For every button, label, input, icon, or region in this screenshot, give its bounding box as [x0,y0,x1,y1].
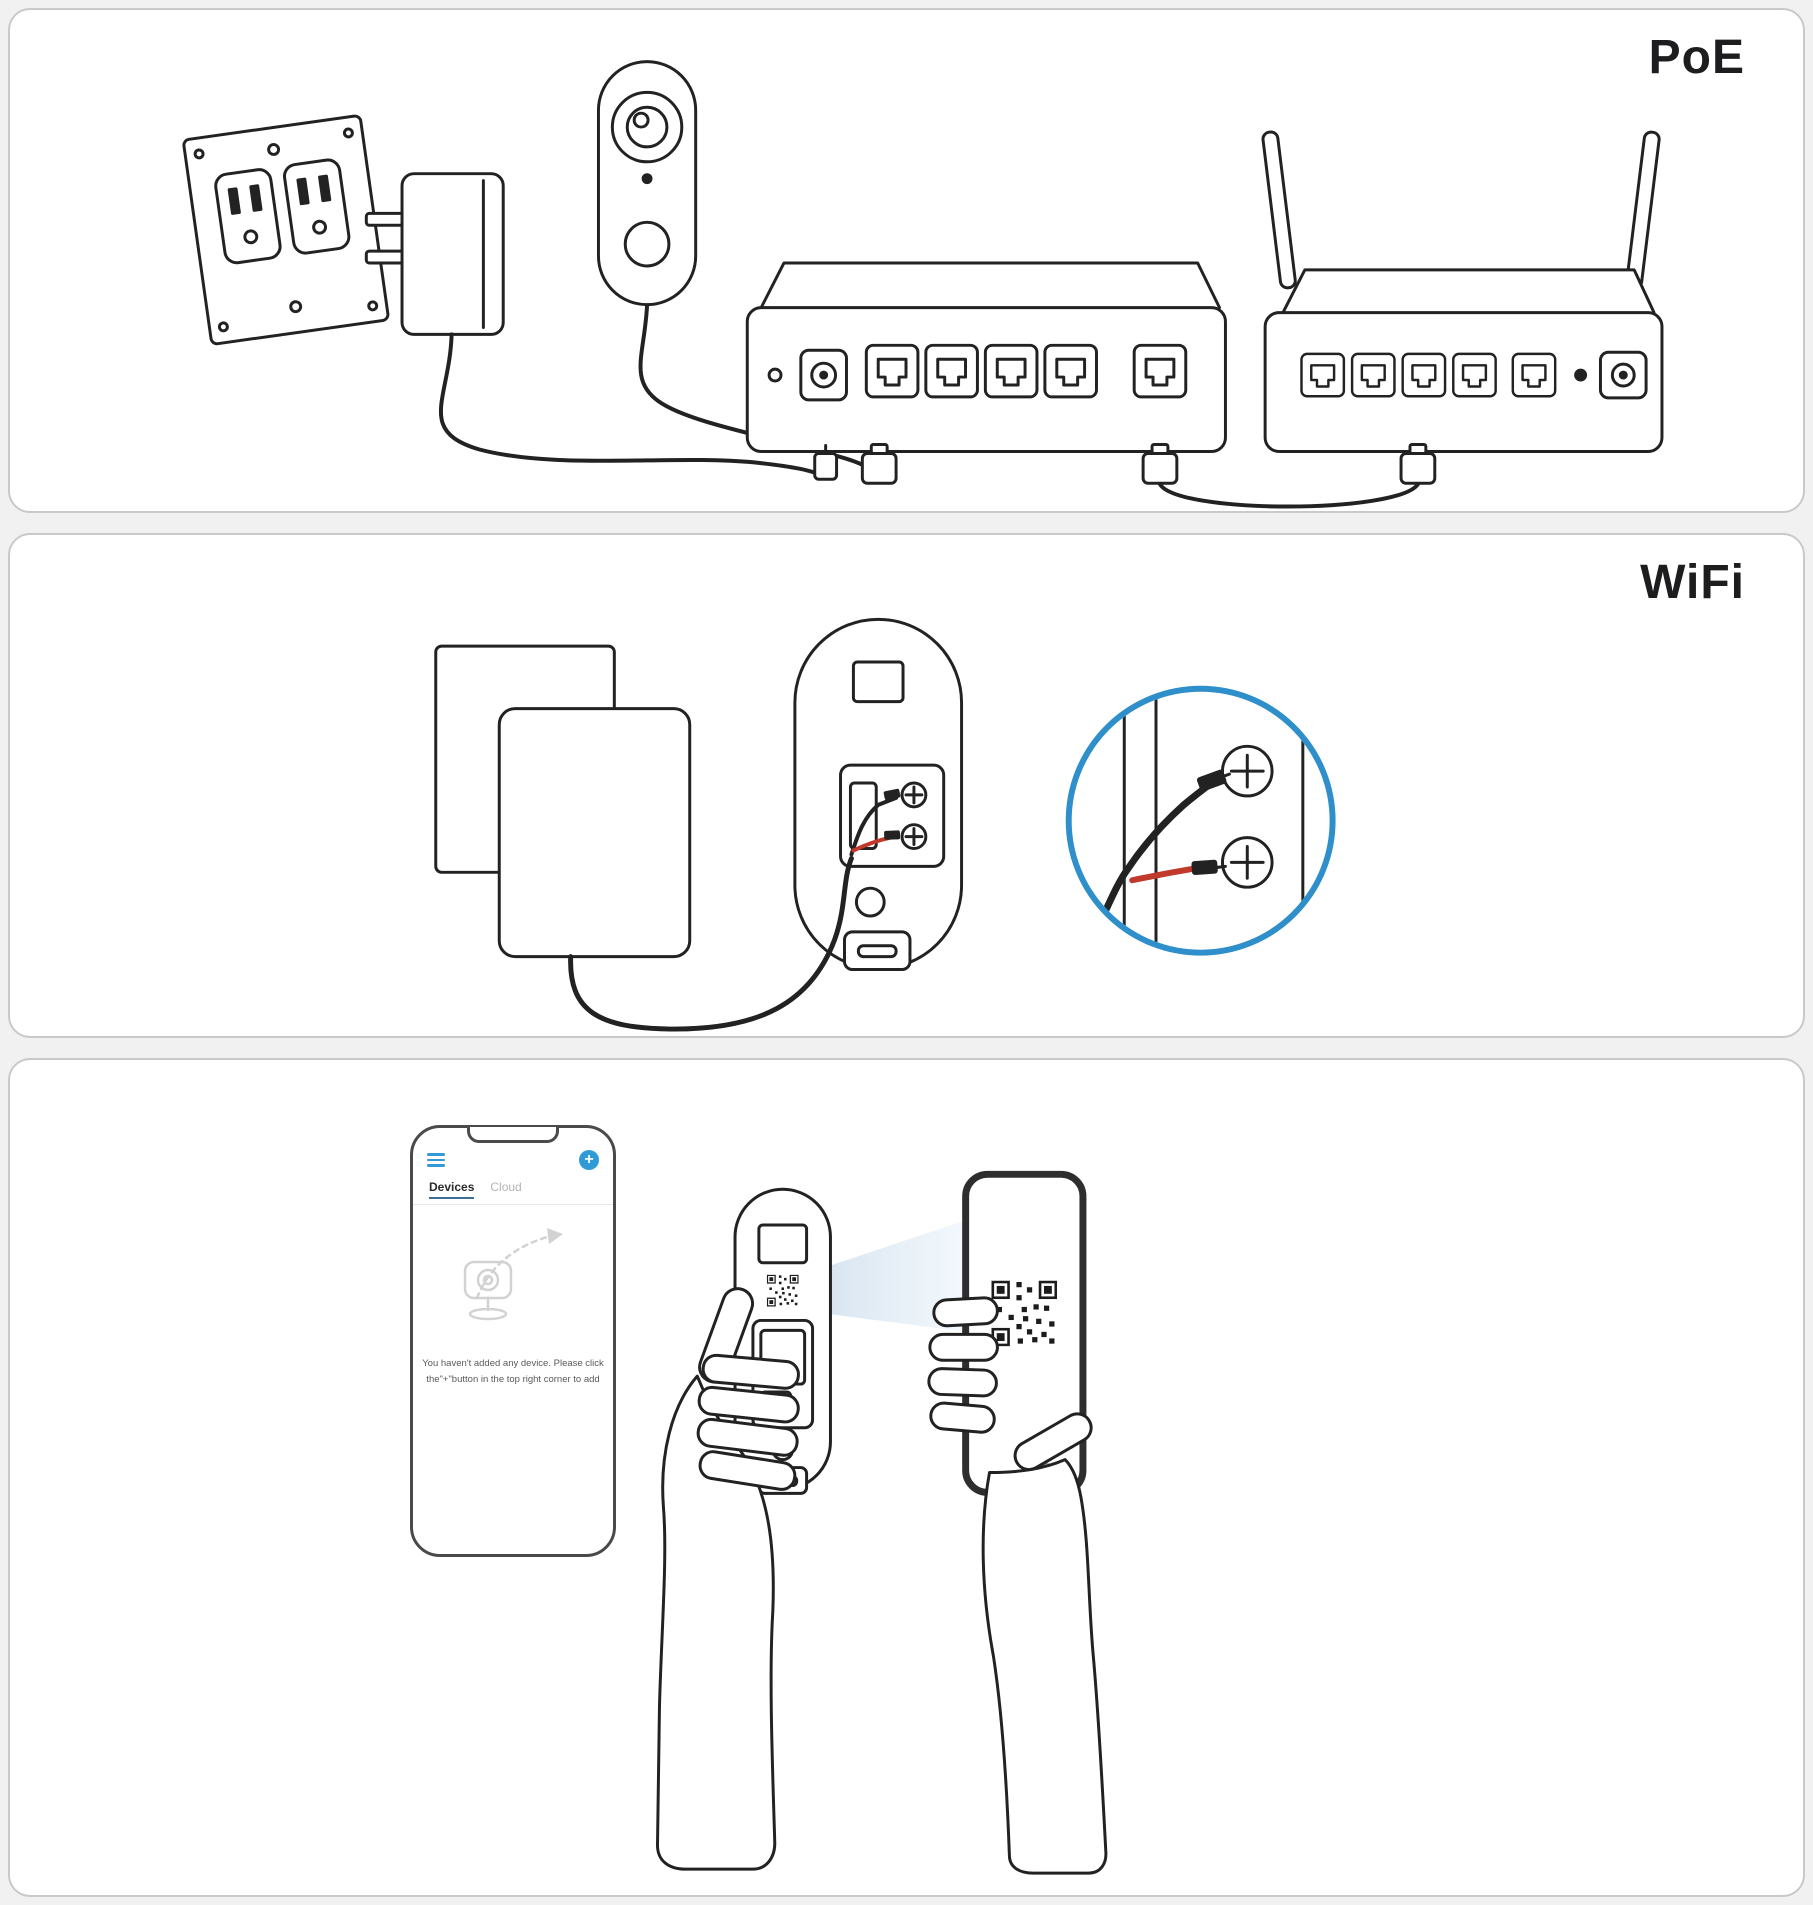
hand-holding-phone [927,1296,1108,1875]
wall-outlet-icon [182,114,390,346]
zoom-ring [1065,685,1336,956]
divider [413,1204,613,1205]
empty-state-camera-icon [463,1228,563,1321]
panel-wifi: WiFi [8,533,1805,1038]
antenna-icon [1625,130,1661,290]
finger [697,1385,800,1424]
power-led-icon [767,367,783,383]
power-wire [568,855,854,1032]
hand-holding-doorbell [655,1287,800,1871]
dc-port-icon [1598,350,1648,400]
panel-poe: PoE [8,8,1805,513]
tab-cloud: Cloud [490,1180,522,1194]
wifi-title: WiFi [1640,556,1745,609]
app-tabs: Devices Cloud [429,1180,522,1199]
speaker-hole [854,886,886,918]
finger [927,1367,998,1398]
wifi-diagram [434,617,1336,1032]
thumb [1013,1412,1093,1472]
ethernet-patch-cable [1157,482,1420,509]
mounting-tab [843,930,912,972]
red-wire [1129,865,1199,884]
finger [698,1450,797,1491]
finger [928,1332,999,1362]
poe-title: PoE [1648,31,1745,84]
terminal-zoom-detail [1065,685,1336,956]
palm [981,1458,1108,1875]
finger [696,1417,799,1457]
terminal-screw-icon [1220,836,1274,889]
finger [701,1353,800,1390]
poe-switch-icon [745,261,1227,453]
phone-notch [467,1127,559,1143]
app-phone-mockup: + Devices Cloud You haven't added any de… [410,1125,616,1557]
panel-app-setup: + Devices Cloud You haven't added any de… [8,1058,1805,1897]
reset-button-icon [1574,368,1588,382]
doorbell-back-icon [793,617,964,971]
button-cutout [851,660,905,704]
dc-plug-icon [813,444,839,481]
terminal-screw-icon [900,781,928,809]
wire-terminal-block [839,763,946,868]
dashed-arrow [475,1234,553,1300]
add-device-button: + [579,1150,599,1170]
power-cable [438,332,827,480]
black-wire [849,795,899,857]
power-adapter-icon [497,707,692,959]
wifi-router-icon [1261,130,1664,453]
finger [929,1401,996,1434]
power-adapter-icon [364,172,505,336]
scan-beam [802,1219,970,1333]
doorbell-ethernet-cable [638,302,881,480]
black-wire [1083,779,1216,950]
empty-device-message: You haven't added any device. Please cli… [422,1358,604,1386]
qr-scan-diagram [655,1170,1108,1875]
antenna-icon [1261,130,1297,290]
dc-port-icon [799,348,848,402]
menu-icon [427,1150,445,1170]
terminal-screw-icon [900,823,928,850]
arrowhead [547,1228,563,1244]
tab-devices: Devices [429,1180,475,1199]
poe-diagram [182,60,1664,509]
app-header: + [427,1150,599,1170]
finger [932,1296,999,1328]
doorbell-camera-icon [596,60,698,307]
